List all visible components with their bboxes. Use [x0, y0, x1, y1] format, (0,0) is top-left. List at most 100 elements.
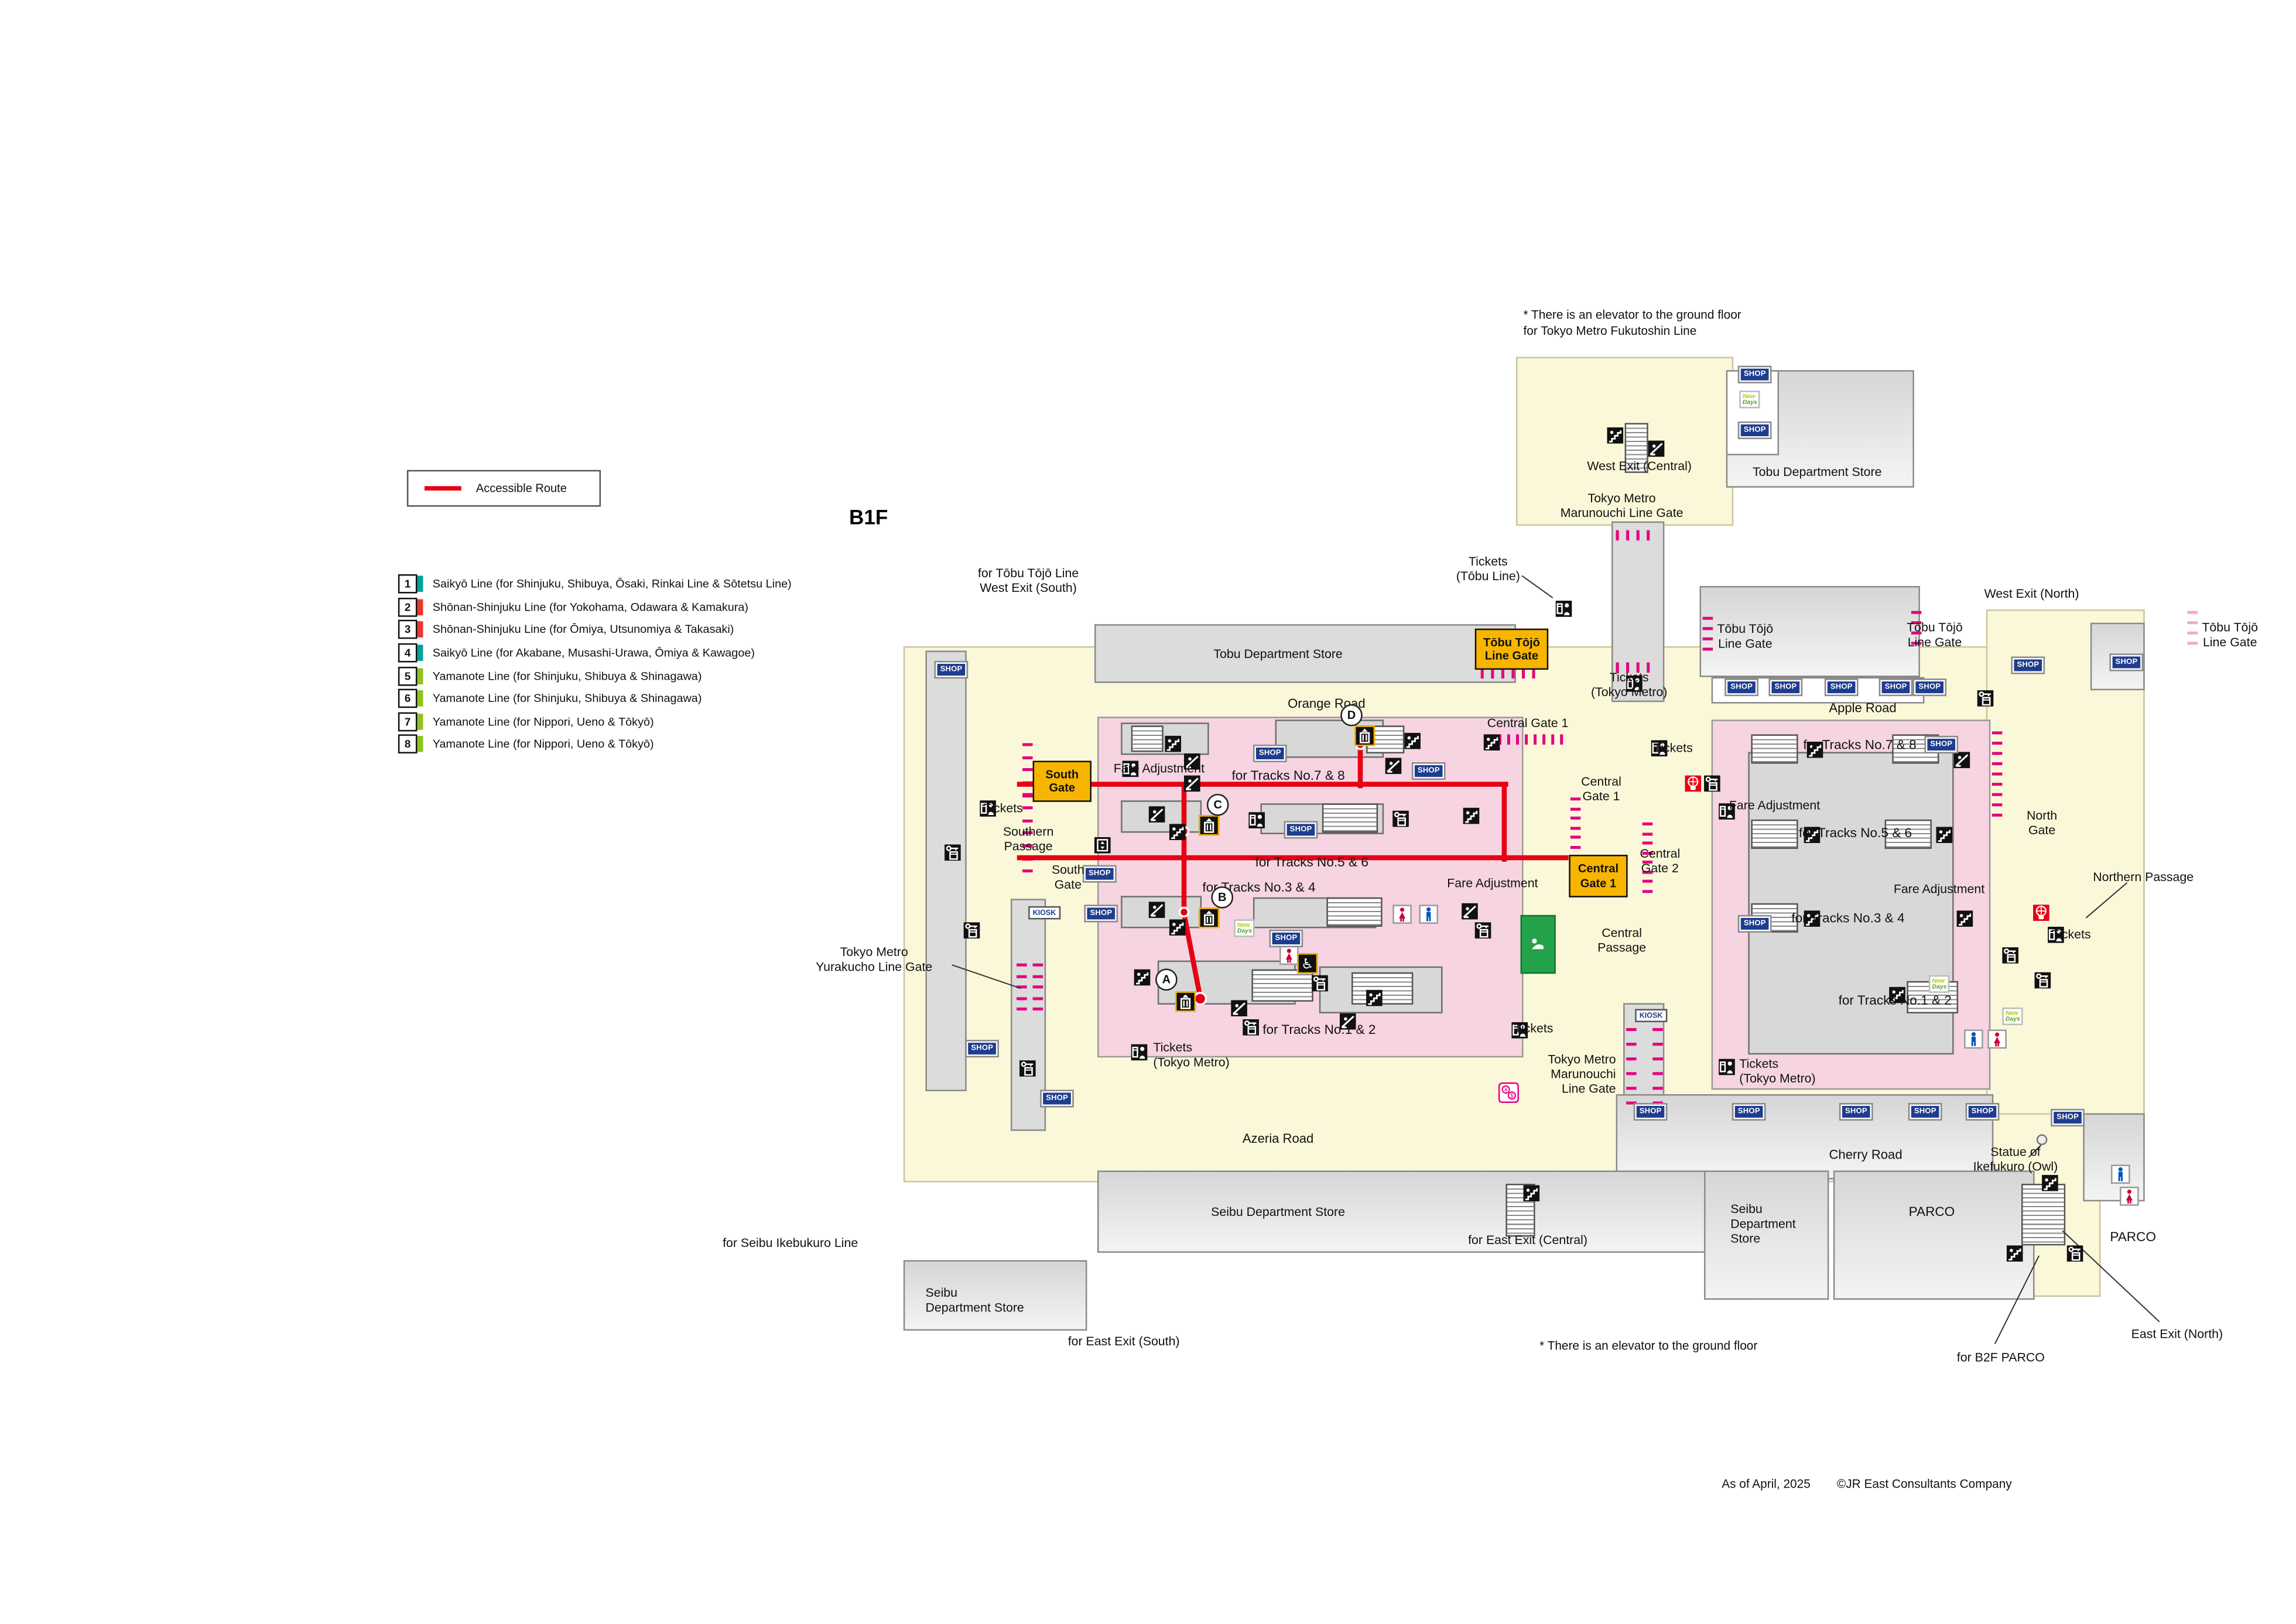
central-gate-2: Central Gate 2: [1640, 846, 1681, 876]
escalator-icon: [1953, 752, 1970, 769]
line-legend-item-3: 3 Shōnan-Shinjuku Line (for Ōmiya, Utsuno…: [398, 619, 792, 642]
stairs-icon: [1936, 827, 1953, 843]
ticket-machine-icon: [1131, 1044, 1148, 1061]
fare-gate-tick: [1992, 783, 2002, 786]
kiosk-badge: KIOSK: [1635, 1009, 1667, 1023]
coin-locker-icon: [1312, 975, 1328, 992]
stairs-icon: [1607, 427, 1624, 444]
seibu-dept-store-sw-block: [903, 1260, 1087, 1331]
fare-gate-tick: [1642, 879, 1652, 883]
tobu-tojo-line-gate-box: Tōbu Tōjō Line Gate: [1474, 628, 1549, 670]
line-number-badge: 5: [398, 666, 418, 686]
jr-ticket-office-icon: [1529, 936, 1546, 952]
travel-service-center-icon: [1685, 775, 1702, 792]
fare-gate-tick: [1992, 752, 2002, 755]
fare-gate-tick: [1017, 963, 1026, 967]
for-seibu-ikebukuro-line: for Seibu Ikebukuro Line: [723, 1235, 858, 1250]
line-number-badge: 3: [398, 620, 418, 640]
legend-label: Accessible Route: [475, 481, 567, 495]
fare-gate-tick: [1032, 963, 1042, 967]
line-label: Yamanote Line (for Shinjuku, Shibuya & S…: [432, 692, 702, 705]
shop-badge: SHOP: [1040, 1089, 1075, 1108]
for-tracks-5-6-west: for Tracks No.5 & 6: [1255, 855, 1368, 870]
escalator-icon: [1339, 1013, 1356, 1030]
statue-of-ikefukuro: Statue of Ikefukuro (Owl): [1973, 1144, 2058, 1174]
fare-adjustment-central: Fare Adjustment: [1447, 875, 1538, 890]
escalator-icon: [1184, 753, 1200, 770]
fare-gate-tick: [1570, 797, 1580, 801]
stairs-icon: [1404, 732, 1421, 749]
for-tracks-3-4-west: for Tracks No.3 & 4: [1202, 879, 1316, 895]
fare-gate-tick: [1642, 861, 1652, 864]
line-number-badge: 7: [398, 712, 418, 731]
for-tracks-7-8-east: for Tracks No.7 & 8: [1803, 737, 1917, 752]
svg-text:¥: ¥: [1504, 1087, 1508, 1094]
escalator-icon: [1462, 903, 1478, 920]
stairs-icon: [1889, 986, 1905, 1003]
shop-badge: SHOP: [1411, 762, 1446, 780]
fare-gate-tick: [1652, 1072, 1662, 1075]
fare-gate-tick: [1032, 1007, 1042, 1011]
stairs-icon: [1804, 910, 1821, 927]
line-color-bar: [417, 622, 423, 638]
for-tracks-7-8-west: for Tracks No.7 & 8: [1231, 768, 1345, 783]
south-gate-box: South Gate: [1032, 760, 1091, 802]
stairwell-34: [1326, 897, 1383, 927]
fare-gate-tick: [1626, 1028, 1636, 1032]
for-tracks-3-4-east: for Tracks No.3 & 4: [1791, 910, 1905, 926]
shop-badge: SHOP: [1824, 679, 1859, 697]
tobu-tojo-line-gate-mid: Tōbu Tōjō Line Gate: [1717, 621, 1774, 651]
line-color-bar: [417, 690, 423, 707]
line-label: Yamanote Line (for Nippori, Ueno & Tōkyō…: [432, 738, 654, 752]
footer-copyright: ©JR East Consultants Company: [1836, 1476, 2012, 1491]
note-elevator-top: * There is an elevator to the ground flo…: [1523, 307, 1741, 338]
seibu-dept-store-e-block: [1704, 1170, 1829, 1300]
fare-gate-tick: [1652, 1087, 1662, 1090]
fare-gate-tick: [1652, 1057, 1662, 1061]
elevator-marker-a: A: [1155, 968, 1178, 991]
elevator-marker-d: D: [1340, 704, 1363, 727]
northern-passage: Northern Passage: [2093, 869, 2194, 885]
tobu-tojo-line-gate-right: Tōbu Tōjō Line Gate: [1907, 619, 1963, 649]
cherry-road: Cherry Road: [1829, 1147, 1903, 1162]
shop-badge: SHOP: [1737, 365, 1772, 383]
fare-gate-tick: [1017, 974, 1026, 978]
parco-block-label: PARCO: [1908, 1204, 1955, 1219]
fare-adjustment-east-top: Fare Adjustment: [1729, 797, 1821, 813]
fare-gate-tick: [1626, 1043, 1636, 1046]
coin-locker-icon: [1704, 775, 1720, 792]
stairs-icon: [1523, 1185, 1540, 1202]
line-color-bar: [417, 645, 423, 662]
fare-gate-tick: [1642, 851, 1652, 855]
fare-gate-tick: [1626, 1087, 1636, 1090]
fare-gate-tick: [1911, 611, 1921, 615]
fare-gate-tick: [1626, 662, 1630, 672]
ticket-machine-icon: [1626, 676, 1643, 692]
parco-east-label: PARCO: [2110, 1229, 2156, 1244]
fare-gate-tick: [1647, 662, 1650, 672]
stairs-icon: [1806, 741, 1823, 758]
fare-gate-tick: [1515, 734, 1520, 744]
for-tracks-1-2-east: for Tracks No.1 & 2: [1838, 992, 1952, 1008]
fare-gate-tick: [1022, 869, 1032, 873]
parco-block: [1833, 1170, 2035, 1300]
seibu-dept-store-center-block: [1097, 1170, 1744, 1253]
shop-badge: SHOP: [1284, 821, 1318, 839]
shop-badge: SHOP: [1878, 679, 1913, 697]
ticket-machine-icon: [980, 800, 996, 817]
tickets-tokyo-metro-top: Tickets (Tokyo Metro): [1590, 669, 1668, 700]
shop-badge: SHOP: [1768, 679, 1803, 697]
stairs-icon: [1169, 824, 1186, 840]
fare-gate-tick: [1911, 621, 1921, 625]
fare-gate-tick: [1017, 1007, 1026, 1011]
stairwell-e-56r: [1884, 819, 1932, 849]
stairs-icon: [2006, 1245, 2023, 1262]
restroom-men-icon: [2111, 1164, 2130, 1184]
fare-gate-tick: [1992, 762, 2002, 766]
stairwell-west-exit-central: [1624, 423, 1648, 473]
line-label: Shōnan-Shinjuku Line (for Ōmiya, Utsunom…: [432, 623, 734, 637]
fare-gate-tick: [1525, 734, 1528, 744]
